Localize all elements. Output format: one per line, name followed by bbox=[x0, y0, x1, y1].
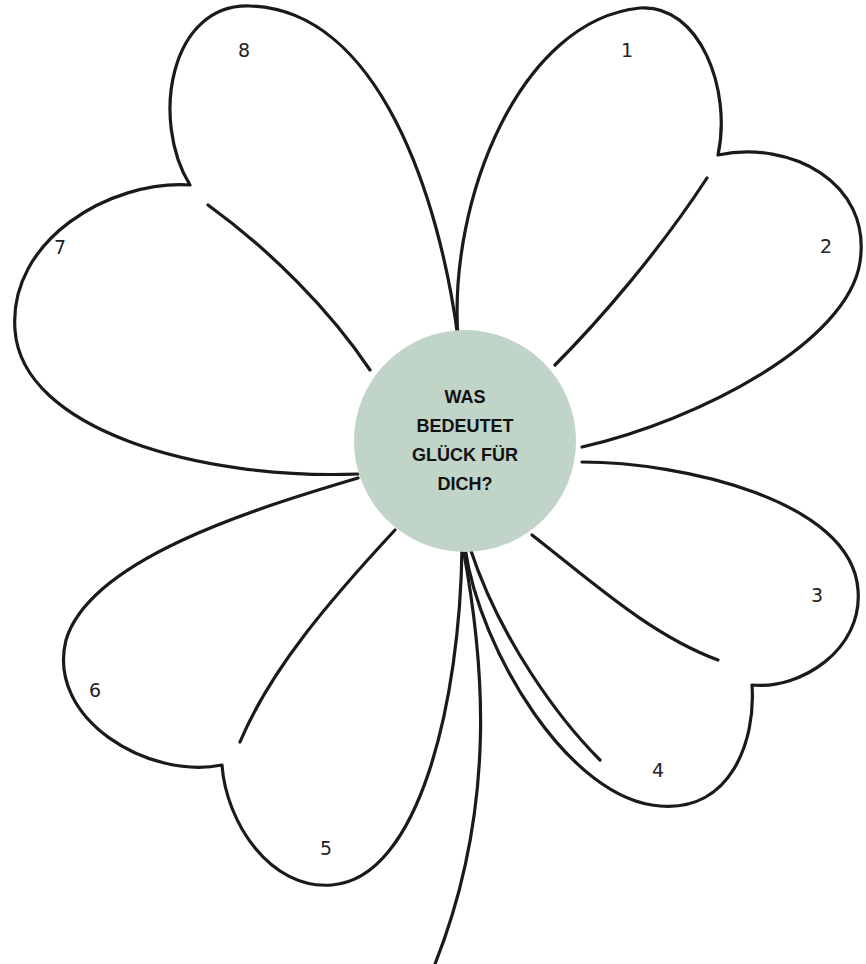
callout-number: 8 bbox=[238, 39, 250, 61]
leaf-edge bbox=[470, 548, 600, 760]
leaf-vein bbox=[208, 205, 370, 370]
question-circle: WAS BEDEUTET GLÜCK FÜR DICH? bbox=[354, 330, 576, 552]
leaf-vein bbox=[532, 535, 718, 660]
leaf-vein bbox=[240, 530, 395, 742]
leaf-bottom-left bbox=[63, 478, 462, 885]
circle-outline bbox=[354, 330, 576, 552]
question-text: WAS BEDEUTET GLÜCK FÜR DICH? bbox=[399, 383, 531, 499]
callout-number: 3 bbox=[811, 584, 823, 606]
callout-number: 1 bbox=[621, 39, 633, 61]
callout-number: 2 bbox=[820, 235, 832, 257]
leaf-vein bbox=[555, 178, 707, 365]
circle-fill bbox=[354, 330, 576, 552]
callout-number: 5 bbox=[320, 837, 332, 859]
callout-number: 6 bbox=[89, 679, 101, 701]
callout-number: 4 bbox=[652, 759, 664, 781]
callout-number: 7 bbox=[54, 236, 66, 258]
